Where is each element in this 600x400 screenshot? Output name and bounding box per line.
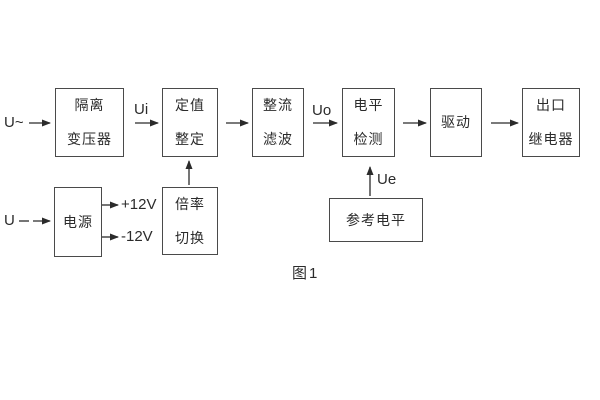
label-ac-input: U~: [4, 114, 24, 131]
block-label: 检测: [353, 131, 384, 147]
label-signal-ui: Ui: [134, 101, 149, 118]
block-label: 定值: [175, 97, 205, 113]
block-label: 整定: [175, 131, 205, 147]
block-label: 滤波: [263, 131, 293, 147]
block-level-detection: 电平 检测: [342, 88, 395, 157]
block-ratio-switch: 倍率 切换: [162, 187, 218, 255]
label-signal-ue: Ue: [377, 171, 397, 188]
block-label: 整流: [263, 97, 293, 113]
block-reference-level: 参考电平: [329, 198, 423, 242]
block-label: 驱动: [441, 114, 471, 130]
block-isolation-transformer: 隔离 变压器: [55, 88, 124, 157]
block-label: 变压器: [67, 131, 112, 147]
block-label: 继电器: [528, 131, 574, 147]
block-output-relay: 出口 继电器: [522, 88, 580, 157]
block-label: 切换: [175, 229, 205, 246]
block-label: 出口: [536, 97, 566, 113]
label-plus-12v: +12V: [121, 196, 157, 213]
block-label: 电平: [353, 97, 384, 113]
block-value-setting: 定值 整定: [162, 88, 218, 157]
block-drive: 驱动: [430, 88, 482, 157]
block-label: 参考电平: [346, 211, 406, 228]
block-label: 电源: [63, 213, 93, 230]
block-label: 隔离: [74, 97, 105, 113]
block-label: 倍率: [175, 195, 205, 212]
label-minus-12v: -12V: [121, 228, 153, 245]
block-rectifier-filter: 整流 滤波: [252, 88, 304, 157]
label-dc-input: U –: [4, 212, 28, 229]
figure-caption: 图1: [292, 265, 320, 282]
block-power-supply: 电源: [54, 187, 102, 257]
label-signal-uo: Uo: [312, 102, 332, 119]
